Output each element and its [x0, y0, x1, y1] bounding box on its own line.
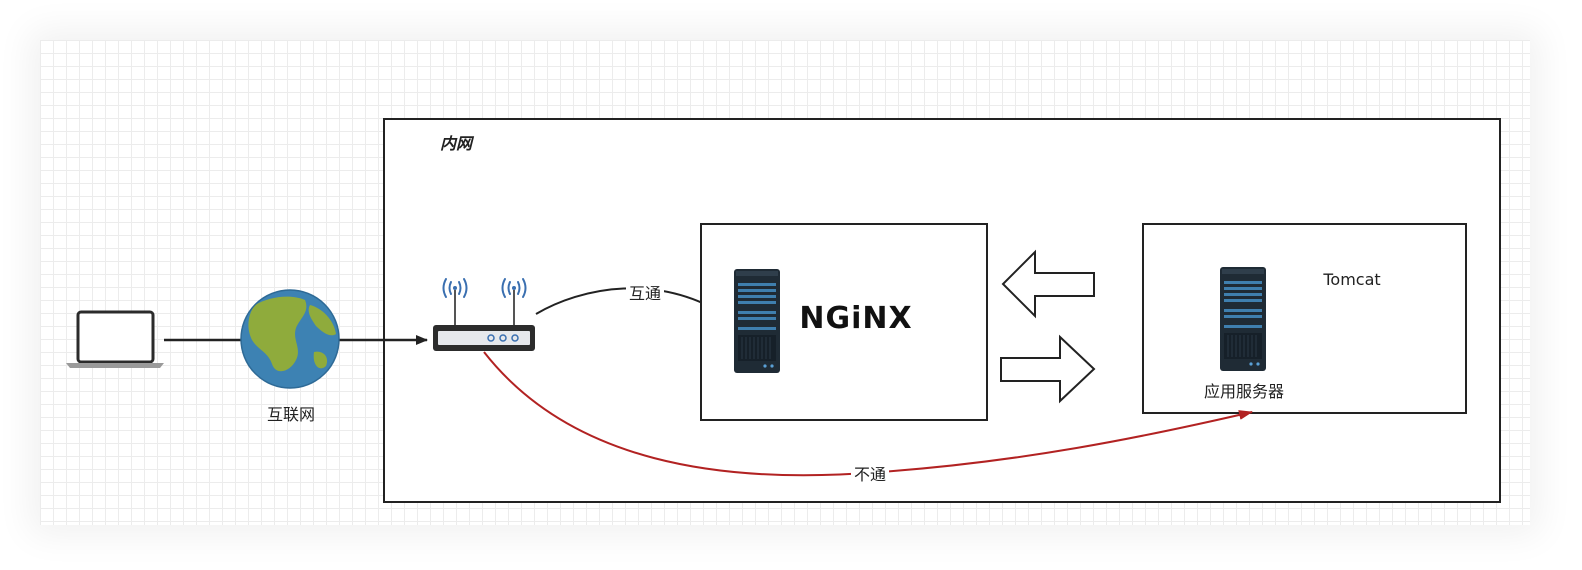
tomcat-label: Tomcat [1322, 270, 1380, 289]
connected-label: 互通 [629, 284, 661, 303]
server-icon [733, 268, 781, 374]
server-icon [1219, 266, 1267, 372]
wifi-router-icon [433, 278, 535, 351]
tomcat-box [1142, 223, 1467, 414]
intranet-label: 内网 [440, 134, 475, 153]
laptop-icon [66, 310, 164, 368]
blocked-label: 不通 [854, 465, 886, 484]
nginx-logo: NGiNX [799, 301, 912, 336]
internet-label: 互联网 [267, 405, 315, 424]
hollow-arrow-left-icon [1001, 249, 1095, 319]
globe-icon [240, 289, 340, 389]
app-server-label: 应用服务器 [1204, 382, 1284, 401]
hollow-arrow-right-icon [1000, 334, 1096, 404]
